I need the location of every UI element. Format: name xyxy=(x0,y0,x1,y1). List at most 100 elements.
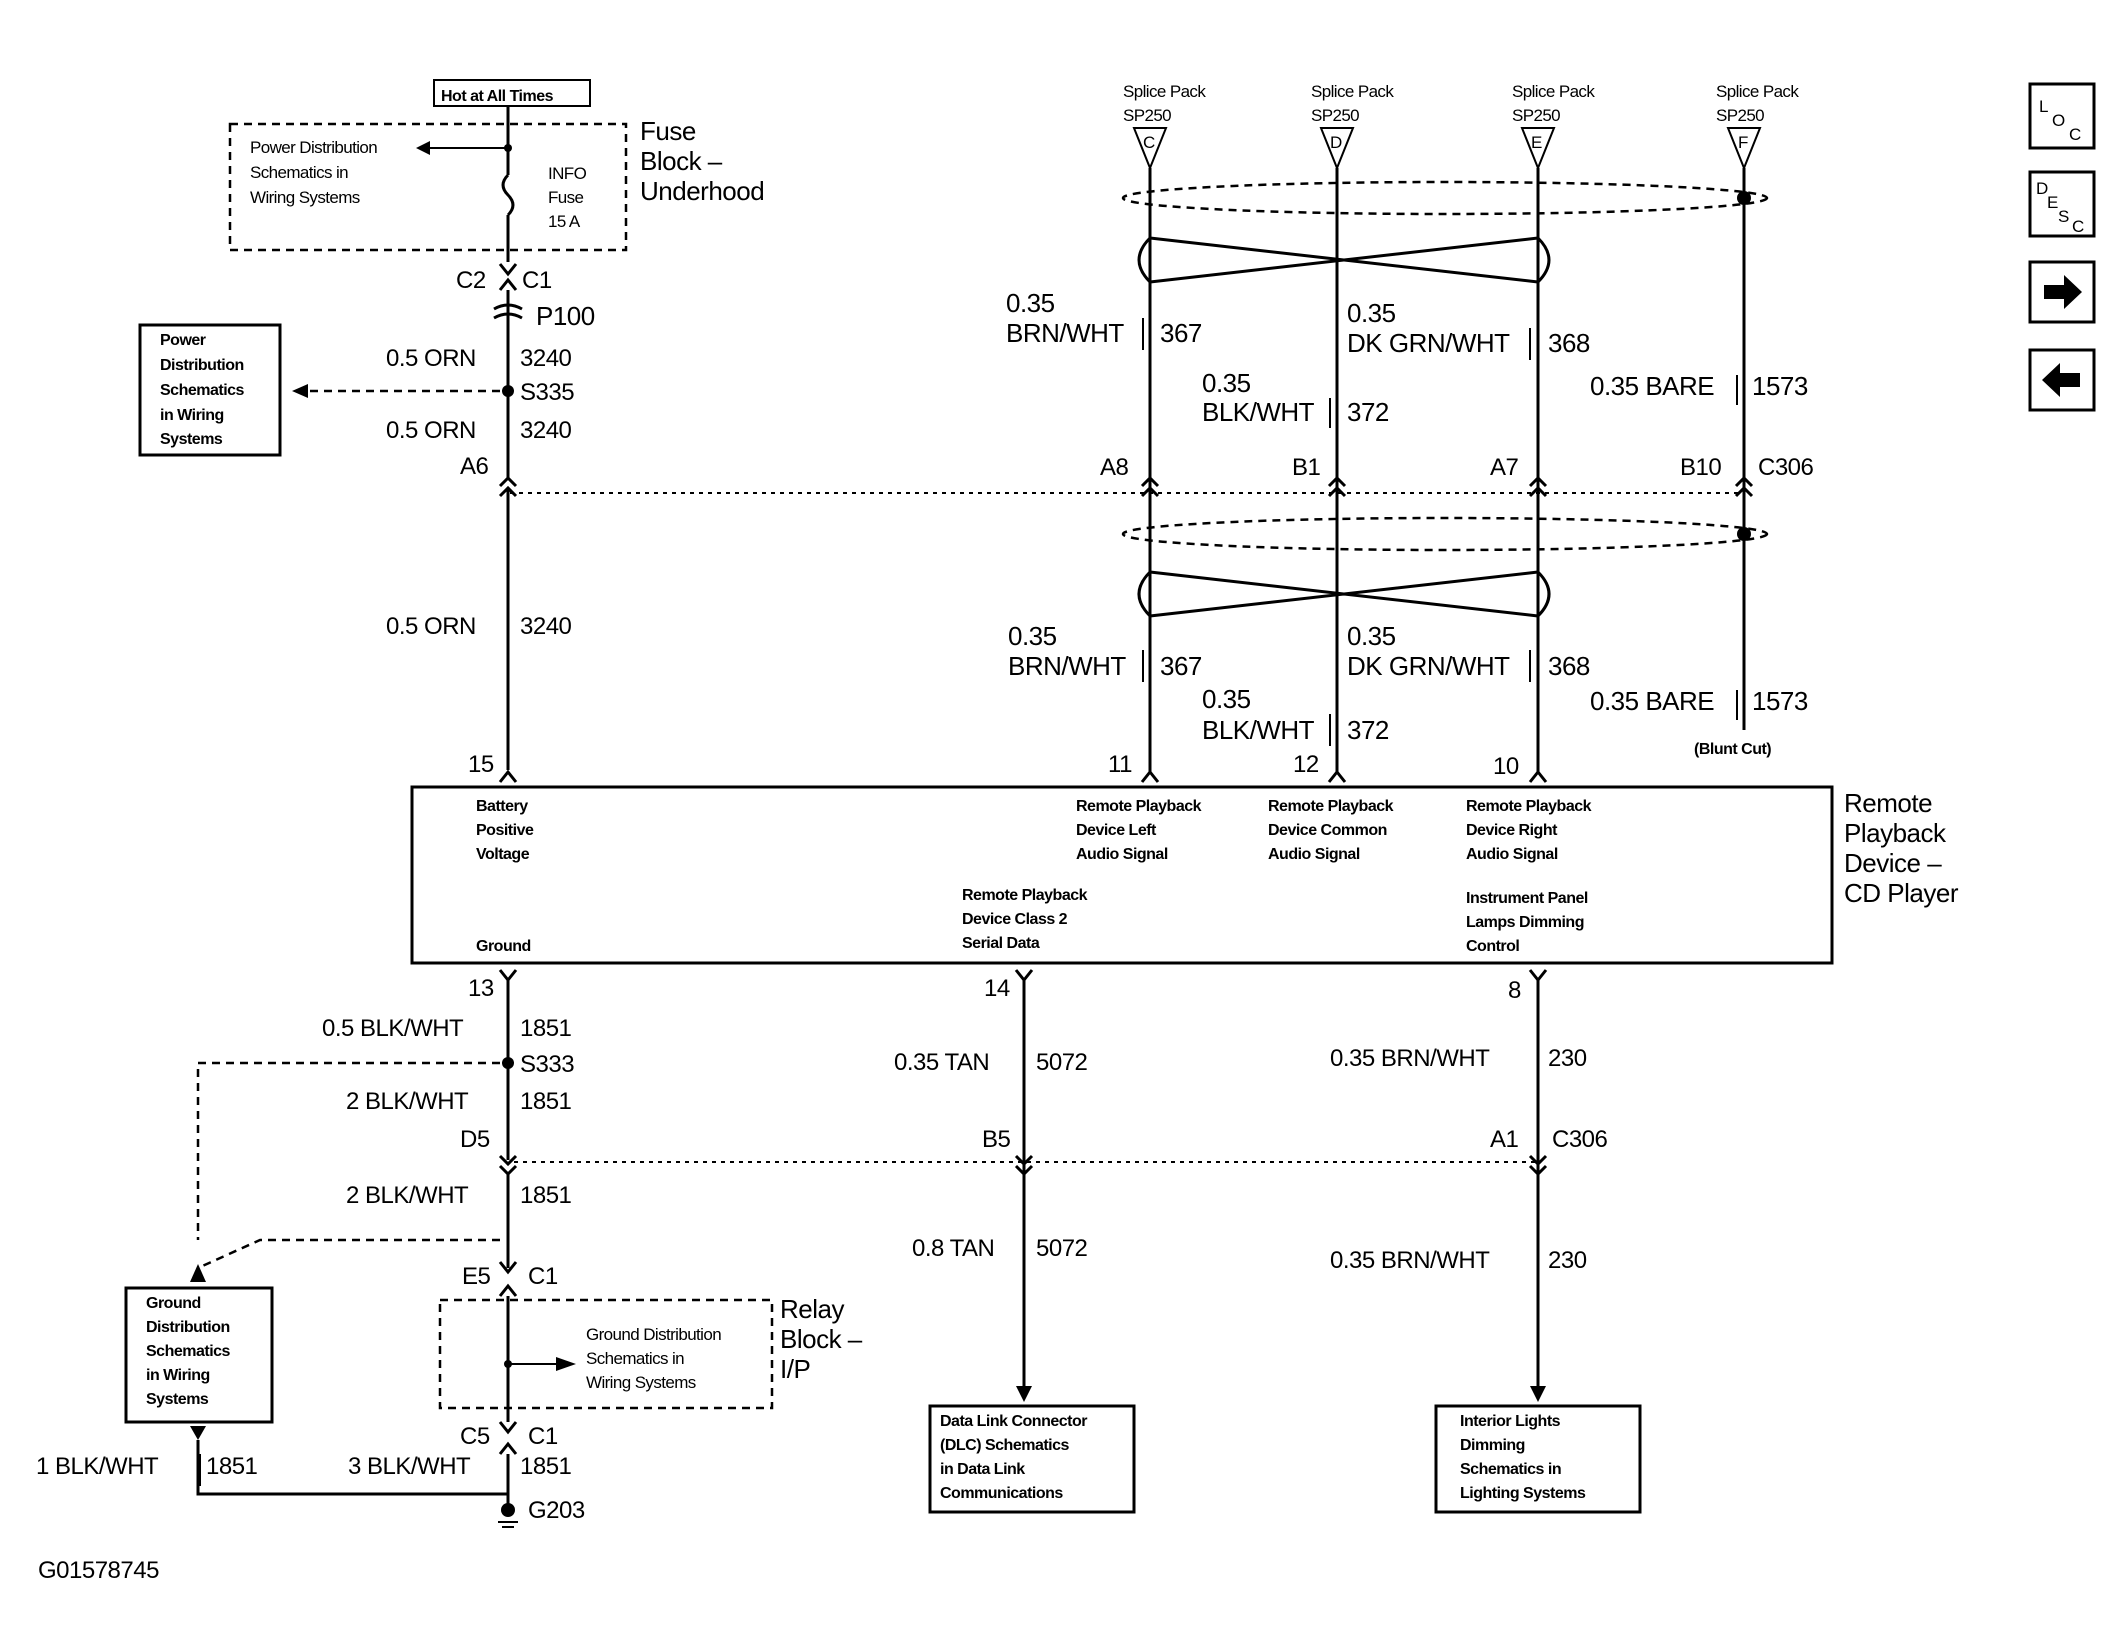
device-left-1: Remote Playback xyxy=(1076,798,1202,815)
arrow-left-icon xyxy=(2042,363,2080,397)
splice-pack-d[interactable]: Splice Pack SP250 D xyxy=(1311,82,1395,171)
gd-ref-3[interactable]: Wiring Systems xyxy=(586,1373,696,1392)
device-batt-3: Voltage xyxy=(476,846,530,863)
device-ip-1: Instrument Panel xyxy=(1466,890,1588,907)
fuse-block-underhood xyxy=(228,122,628,252)
wire-3240-circuit-3: 3240 xyxy=(520,613,572,640)
s333-label: S333 xyxy=(520,1051,574,1078)
interior-lights-ref-box[interactable] xyxy=(1434,1404,1642,1514)
gd-ref-1[interactable]: Ground Distribution xyxy=(586,1325,722,1344)
svg-text:O: O xyxy=(2052,111,2065,130)
relay-label-1: Relay xyxy=(780,1294,844,1324)
lower-367-color: BRN/WHT xyxy=(1008,651,1126,681)
lower-367-gauge: 0.35 xyxy=(1008,621,1057,651)
upper-367-color: BRN/WHT xyxy=(1006,318,1124,348)
svg-text:F: F xyxy=(1738,133,1748,152)
g3-circuit: 1851 xyxy=(520,1182,572,1209)
gd-box-1: Ground xyxy=(146,1295,201,1312)
pd-box-line4: in Wiring xyxy=(160,407,224,424)
pin-15-label: 15 xyxy=(468,751,494,778)
gd-ref-2[interactable]: Schematics in xyxy=(586,1349,685,1368)
tan2-circuit: 5072 xyxy=(1036,1235,1088,1262)
pd-ref-line1[interactable]: Power Distribution xyxy=(250,138,378,157)
lower-1573-gauge: 0.35 BARE xyxy=(1590,686,1714,716)
pin-12-label: 12 xyxy=(1293,751,1319,778)
device-serial-3: Serial Data xyxy=(962,935,1040,952)
a6-label: A6 xyxy=(460,453,489,480)
upper-367-gauge: 0.35 xyxy=(1006,288,1055,318)
svg-text:D: D xyxy=(1330,133,1342,152)
shield-lower-icon xyxy=(1121,516,1769,552)
device-common-1: Remote Playback xyxy=(1268,798,1394,815)
svg-text:C: C xyxy=(2072,217,2084,236)
dlc-4: Communications xyxy=(940,1485,1063,1502)
loc-button[interactable]: L O C xyxy=(2028,82,2096,150)
ground-distribution-ref-box[interactable] xyxy=(124,1286,274,1424)
twisted-pair-lower-icon xyxy=(1149,570,1539,618)
b5-label: B5 xyxy=(982,1126,1011,1153)
upper-1573-circuit: 1573 xyxy=(1752,371,1808,401)
svg-text:SP250: SP250 xyxy=(1512,106,1560,125)
brn1-circuit: 230 xyxy=(1548,1045,1587,1072)
lower-372-color: BLK/WHT xyxy=(1202,715,1315,745)
gd-arrow-icon xyxy=(190,1264,206,1282)
cd-player-device-box[interactable] xyxy=(410,785,1834,965)
wire-3240-gauge-3: 0.5 ORN xyxy=(386,613,476,640)
brn2-gauge: 0.35 BRN/WHT xyxy=(1330,1247,1490,1274)
c306-pin-a8: A8 xyxy=(1100,454,1129,481)
power-distribution-ref-box[interactable] xyxy=(138,323,282,457)
svg-text:S: S xyxy=(2058,207,2069,226)
pd-ref-line3[interactable]: Wiring Systems xyxy=(250,188,360,207)
tan1-gauge: 0.35 TAN xyxy=(894,1049,989,1076)
e5-label: E5 xyxy=(462,1263,491,1290)
splice-pack-e[interactable]: Splice Pack SP250 E xyxy=(1512,82,1596,171)
g2-gauge: 2 BLK/WHT xyxy=(346,1088,469,1115)
device-name-2: Playback xyxy=(1844,818,1947,848)
fuse-block-label-2: Block – xyxy=(640,146,723,176)
svg-text:C: C xyxy=(1143,133,1155,152)
twisted-pair-upper-icon xyxy=(1149,236,1539,284)
device-batt-1: Battery xyxy=(476,798,528,815)
pd-box-line2: Distribution xyxy=(160,357,244,374)
figure-code: G01578745 xyxy=(38,1557,159,1584)
device-name-4: CD Player xyxy=(1844,878,1959,908)
device-right-3: Audio Signal xyxy=(1466,846,1558,863)
relay-block-ip xyxy=(438,1298,774,1410)
c5-label: C5 xyxy=(460,1423,490,1450)
splice-pack-f[interactable]: Splice Pack SP250 F xyxy=(1716,82,1800,171)
svg-text:E: E xyxy=(2047,193,2058,212)
pd-ref-arrow-icon xyxy=(416,141,430,155)
g5-circuit: 1851 xyxy=(206,1453,258,1480)
upper-372-circuit: 372 xyxy=(1347,397,1389,427)
pin-10-label: 10 xyxy=(1493,753,1519,780)
lower-367-circuit: 367 xyxy=(1160,651,1202,681)
pd-ref-line2[interactable]: Schematics in xyxy=(250,163,349,182)
il-3: Schematics in xyxy=(1460,1461,1561,1478)
brn2-circuit: 230 xyxy=(1548,1247,1587,1274)
c2-label: C2 xyxy=(456,267,486,294)
svg-text:SP250: SP250 xyxy=(1716,106,1764,125)
previous-button[interactable] xyxy=(2028,348,2096,412)
c1-lower-label: C1 xyxy=(528,1423,558,1450)
device-right-1: Remote Playback xyxy=(1466,798,1592,815)
device-batt-2: Positive xyxy=(476,822,534,839)
dlc-ref-box[interactable] xyxy=(928,1404,1136,1514)
s333-dashed-link xyxy=(196,1061,500,1240)
c306-lower-label: C306 xyxy=(1552,1126,1608,1153)
gd-box-2: Distribution xyxy=(146,1319,230,1336)
svg-text:Splice Pack: Splice Pack xyxy=(1123,82,1206,101)
next-button[interactable] xyxy=(2028,260,2096,324)
device-name-1: Remote xyxy=(1844,788,1932,818)
device-ip-2: Lamps Dimming xyxy=(1466,914,1584,931)
c1-connector-icon xyxy=(498,277,518,291)
gd-box-4: in Wiring xyxy=(146,1367,210,1384)
pin-13-label: 13 xyxy=(468,975,494,1002)
c306-pin-b1: B1 xyxy=(1292,454,1321,481)
a1-label: A1 xyxy=(1490,1126,1519,1153)
lower-368-color: DK GRN/WHT xyxy=(1347,651,1510,681)
s333-splice-dot xyxy=(502,1057,514,1069)
splice-pack-c[interactable]: Splice Pack SP250 C xyxy=(1123,82,1207,171)
pin-14-label: 14 xyxy=(984,975,1010,1002)
desc-button[interactable]: D E S C xyxy=(2028,170,2096,238)
